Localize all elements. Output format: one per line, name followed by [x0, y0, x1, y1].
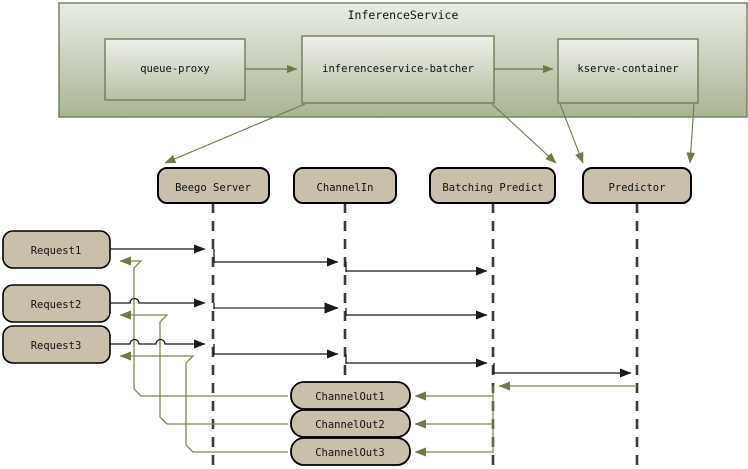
request-to-beego-arrows [110, 244, 206, 349]
channelout-box-2[interactable]: ChannelOut2 [290, 409, 411, 438]
channelout-box-1-label: ChannelOut1 [315, 391, 385, 403]
map-kserve-to-predictor-left [559, 103, 584, 164]
channelout-box-2-label: ChannelOut2 [315, 419, 385, 431]
lifeline-head-channelin-label: ChannelIn [317, 182, 374, 194]
box-kserve-container-label: kserve-container [577, 63, 678, 75]
lifeline-head-batching[interactable]: Batching Predict [429, 167, 556, 204]
lifeline-head-batching-label: Batching Predict [442, 182, 543, 194]
inferenceservice-title: InferenceService [348, 8, 459, 22]
channelout-boxes: ChannelOut1 ChannelOut2 ChannelOut3 [290, 381, 411, 466]
request-box-3-label: Request3 [31, 340, 82, 352]
return-path-3-line [119, 351, 288, 453]
map-batcher-to-batching [491, 103, 557, 164]
request-box-1-label: Request1 [31, 245, 82, 257]
box-inferenceservice-batcher[interactable]: inferenceservice-batcher [301, 35, 495, 104]
lifeline-heads: Beego Server ChannelIn Batching Predict … [157, 167, 692, 204]
box-kserve-container[interactable]: kserve-container [557, 38, 699, 104]
olive-response-arrows [414, 381, 637, 457]
mapping-arrows [164, 103, 696, 164]
return-path-1 [119, 256, 288, 397]
lifeline-head-beego-label: Beego Server [175, 182, 251, 194]
request-box-2[interactable]: Request2 [2, 284, 111, 323]
return-path-2 [119, 310, 288, 425]
return-path-1-line [119, 256, 288, 397]
channelout-box-1[interactable]: ChannelOut1 [290, 381, 411, 410]
lifeline-head-channelin[interactable]: ChannelIn [293, 167, 397, 204]
box-queue-proxy[interactable]: queue-proxy [104, 38, 246, 101]
request-box-3[interactable]: Request3 [2, 325, 111, 364]
lifeline-head-predictor-label: Predictor [609, 182, 666, 194]
map-batcher-to-beego [164, 103, 306, 164]
request-box-2-label: Request2 [31, 299, 82, 311]
lifeline-head-predictor[interactable]: Predictor [582, 167, 692, 204]
lifeline-messages [213, 249, 632, 378]
box-queue-proxy-label: queue-proxy [140, 63, 210, 75]
channelout-box-3-label: ChannelOut3 [315, 447, 385, 459]
request-box-1[interactable]: Request1 [2, 230, 111, 269]
inferenceservice-container[interactable]: InferenceService queue-proxy inferencese… [58, 2, 748, 118]
box-inferenceservice-batcher-label: inferenceservice-batcher [322, 63, 474, 75]
return-path-2-line [119, 310, 288, 425]
msg-request2-beego [110, 297, 206, 308]
map-kserve-to-predictor-right [686, 103, 696, 164]
request-boxes: Request1 Request2 Request3 [2, 230, 111, 364]
lifelines-dashes [211, 203, 639, 469]
return-path-3 [119, 351, 288, 453]
channelout-box-3[interactable]: ChannelOut3 [290, 437, 411, 466]
msg-request3-beego [110, 338, 206, 349]
lifeline-head-beego[interactable]: Beego Server [157, 167, 270, 204]
